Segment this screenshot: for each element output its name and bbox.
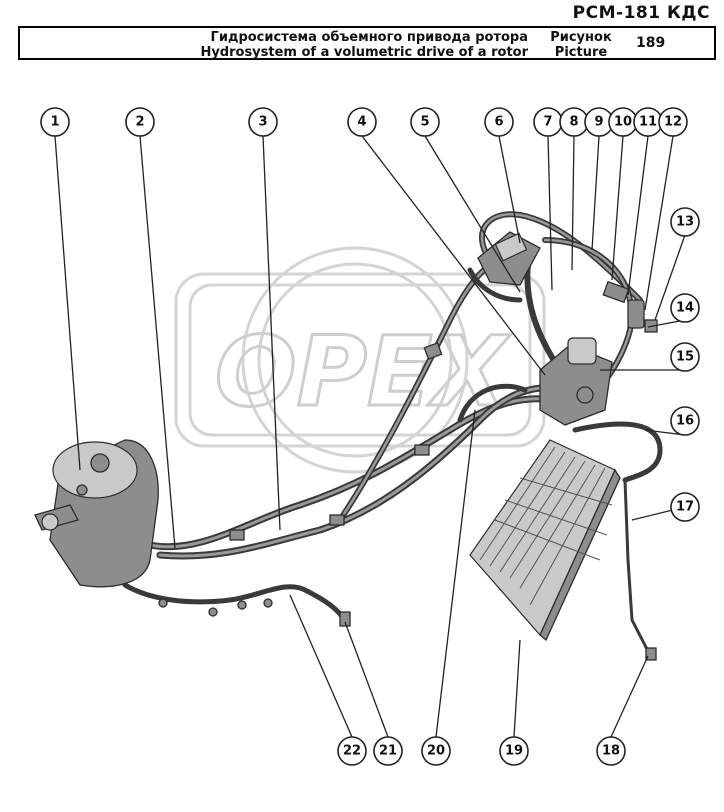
callout-19: 19 (499, 736, 529, 766)
svg-text:10: 10 (614, 115, 632, 130)
figure-label-russian: Рисунок (550, 30, 612, 45)
callout-12: 12 (658, 107, 688, 137)
svg-text:6: 6 (494, 115, 503, 130)
figure-label: Рисунок Picture (540, 30, 622, 60)
title-english: Hydrosystem of a volumetric drive of a r… (200, 45, 528, 60)
svg-text:3: 3 (258, 115, 267, 130)
callout-16: 16 (670, 406, 700, 436)
callout-10: 10 (608, 107, 638, 137)
svg-text:4: 4 (357, 115, 366, 130)
filter-group (602, 280, 658, 333)
callout-13: 13 (670, 207, 700, 237)
title-block: Гидросистема объемного привода ротора Hy… (18, 26, 716, 60)
callout-14: 14 (670, 293, 700, 323)
callout-21: 21 (373, 736, 403, 766)
svg-text:22: 22 (343, 744, 361, 759)
svg-text:15: 15 (676, 350, 694, 365)
svg-text:9: 9 (594, 115, 603, 130)
svg-text:19: 19 (505, 744, 523, 759)
svg-text:18: 18 (602, 744, 620, 759)
svg-text:2: 2 (135, 115, 144, 130)
svg-text:16: 16 (676, 414, 694, 429)
hydraulic-tank (34, 439, 159, 588)
callout-20: 20 (421, 736, 451, 766)
watermark-logo: OPEX (174, 246, 546, 474)
svg-text:17: 17 (676, 500, 694, 515)
callout-3: 3 (248, 107, 278, 137)
title-russian: Гидросистема объемного привода ротора (210, 30, 528, 45)
title-text: Гидросистема объемного привода ротора Hy… (200, 30, 528, 60)
callout-4: 4 (347, 107, 377, 137)
svg-text:13: 13 (676, 215, 694, 230)
svg-text:11: 11 (639, 115, 657, 130)
fittings (158, 342, 657, 661)
figure-number: 189 (636, 35, 666, 51)
callout-18: 18 (596, 736, 626, 766)
callout-5: 5 (410, 107, 440, 137)
svg-text:14: 14 (676, 301, 694, 316)
callout-1: 1 (40, 107, 70, 137)
svg-text:7: 7 (543, 115, 552, 130)
callout-6: 6 (484, 107, 514, 137)
svg-text:12: 12 (664, 115, 682, 130)
callout-15: 15 (670, 342, 700, 372)
hydraulic-motor (539, 337, 613, 426)
svg-text:20: 20 (427, 744, 445, 759)
svg-text:5: 5 (420, 115, 429, 130)
callout-2: 2 (125, 107, 155, 137)
callout-17: 17 (670, 492, 700, 522)
callout-7: 7 (533, 107, 563, 137)
svg-text:21: 21 (379, 744, 397, 759)
callout-8: 8 (559, 107, 589, 137)
svg-text:1: 1 (50, 115, 59, 130)
figure-label-english: Picture (554, 45, 608, 60)
callout-11: 11 (633, 107, 663, 137)
model-code: РСМ-181 КДС (572, 3, 710, 23)
svg-text:8: 8 (569, 115, 578, 130)
leader-lines (54, 135, 686, 738)
oil-cooler (469, 439, 621, 642)
callout-22: 22 (337, 736, 367, 766)
